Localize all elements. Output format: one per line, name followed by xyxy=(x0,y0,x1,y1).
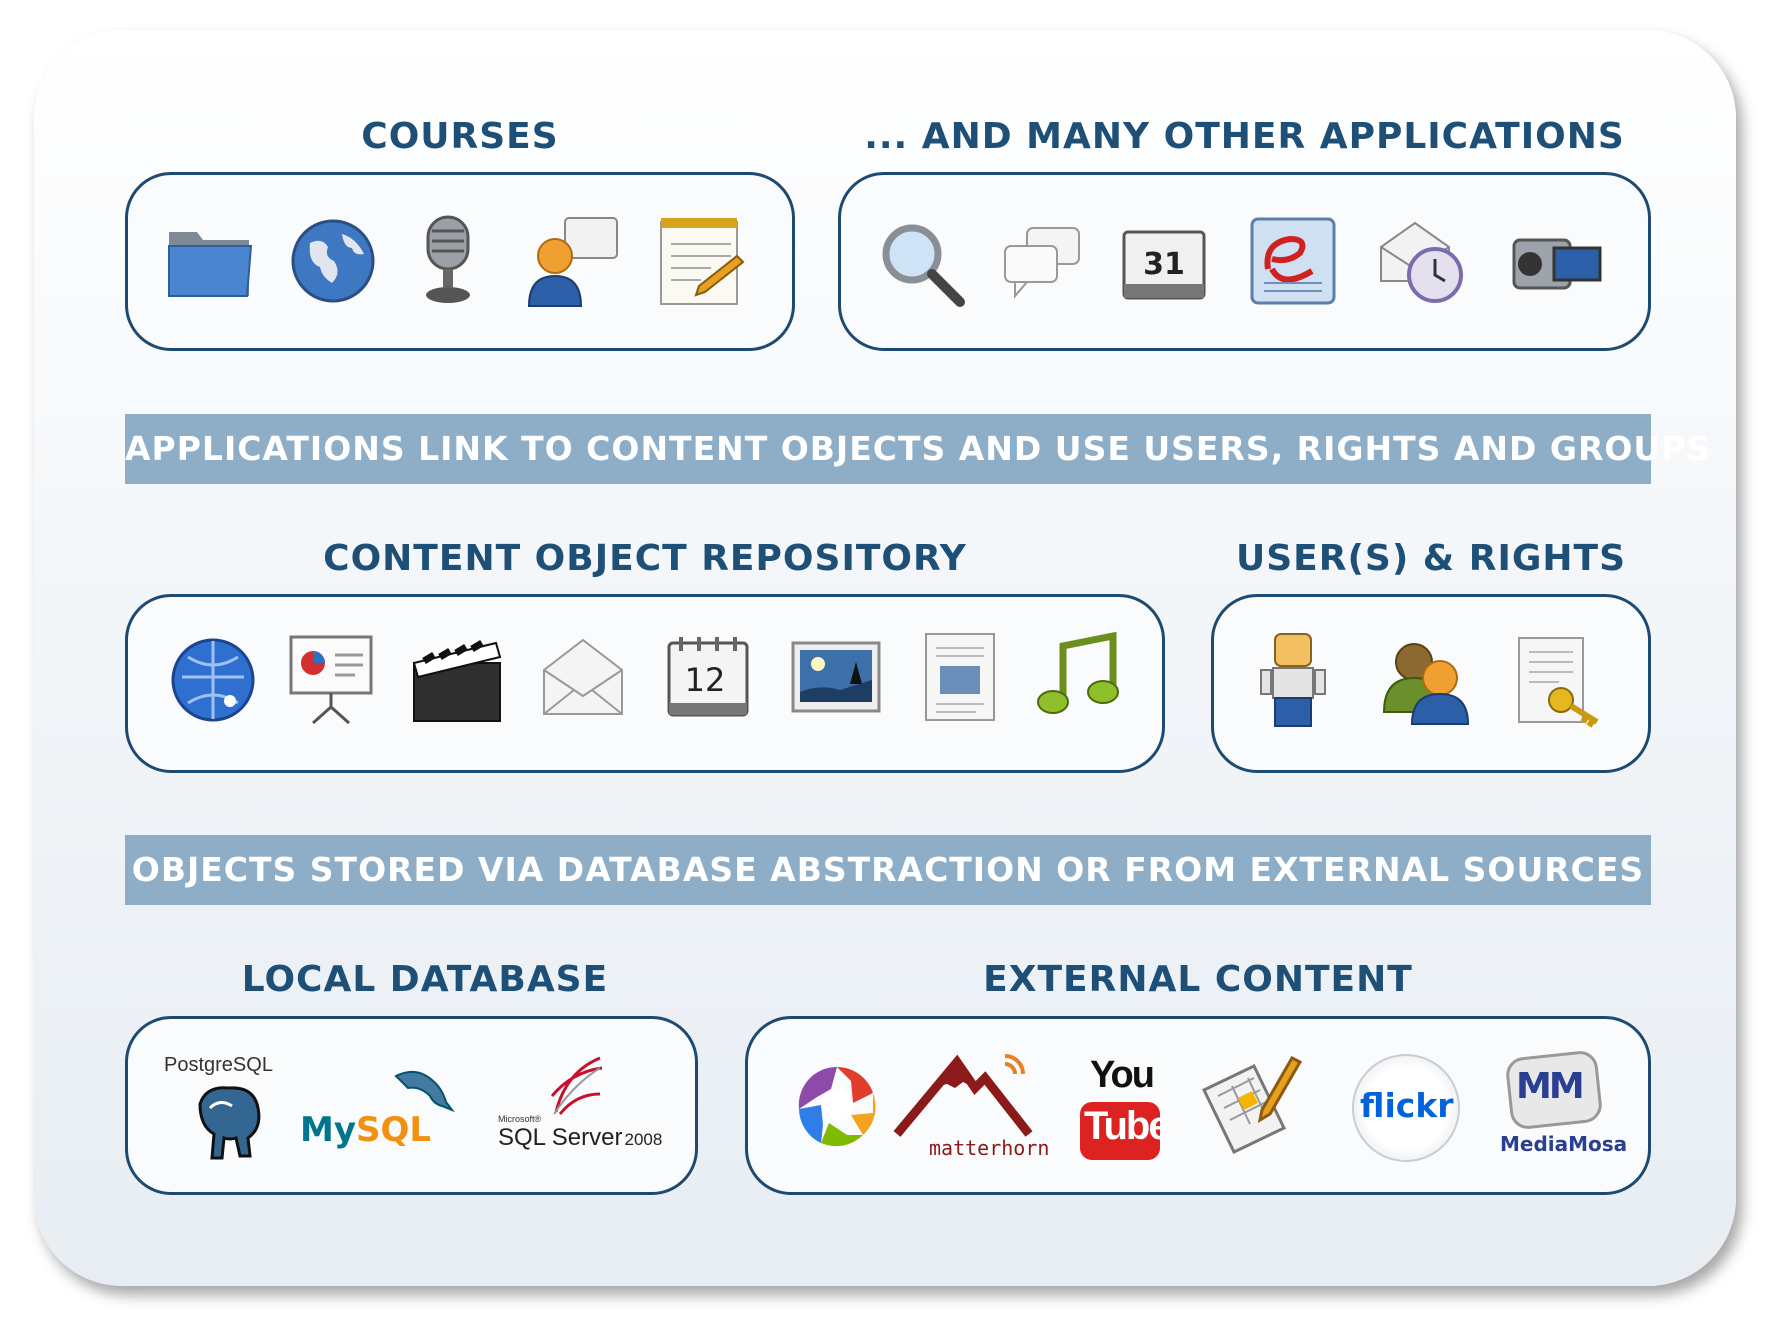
microphone-icon xyxy=(410,215,490,307)
presentation-icon xyxy=(287,633,375,725)
mysql-label-my: My xyxy=(300,1110,356,1150)
repository-calendar-day-label: 12 xyxy=(685,661,726,699)
band-objects-stored: OBJECTS STORED VIA DATABASE ABSTRACTION … xyxy=(125,835,1651,905)
document-key-icon xyxy=(1515,636,1603,728)
clapperboard-icon xyxy=(410,633,504,725)
matterhorn-logo: matterhorn xyxy=(893,1052,1049,1162)
postgresql-logo: PostgreSQL xyxy=(160,1054,300,1160)
external-content-box xyxy=(745,1016,1651,1195)
calendar-icon: 31 xyxy=(1120,222,1208,302)
heading-users-rights: USER(S) & RIGHTS xyxy=(1235,538,1627,579)
youtube-you-label: You xyxy=(1090,1054,1155,1096)
mysql-logo: MySQL xyxy=(300,1066,470,1156)
mediamosa-label: MediaMosa xyxy=(1500,1132,1628,1156)
heading-courses: COURSES xyxy=(361,116,559,157)
user-group-icon xyxy=(1382,638,1474,726)
e-document-icon xyxy=(1250,217,1336,305)
picasa-logo xyxy=(795,1063,879,1147)
heading-content-object-repository: CONTENT OBJECT REPOSITORY xyxy=(323,538,967,579)
music-note-icon xyxy=(1033,631,1121,720)
document-image-icon xyxy=(922,632,998,722)
web-globe-icon xyxy=(170,637,256,723)
folder-icon xyxy=(165,222,255,302)
user-figure-icon xyxy=(1253,632,1333,728)
band-applications-link: APPLICATIONS LINK TO CONTENT OBJECTS AND… xyxy=(125,414,1710,484)
calendar-day-label: 31 xyxy=(1143,247,1185,282)
globe-icon xyxy=(290,218,376,304)
mysql-label-sql: SQL xyxy=(356,1110,432,1150)
matterhorn-label: matterhorn xyxy=(929,1136,1050,1160)
flickr-logo: flickr xyxy=(1352,1054,1460,1162)
youtube-tube-badge xyxy=(1080,1102,1160,1160)
envelope-icon xyxy=(540,636,626,718)
content-object-repository-box xyxy=(125,594,1165,773)
sqlserver-name: SQL Server xyxy=(498,1124,623,1151)
mediamosa-logo: MM MediaMosa xyxy=(1494,1049,1627,1164)
heading-local-database: LOCAL DATABASE xyxy=(241,959,609,1000)
video-camera-icon xyxy=(1508,222,1602,302)
heading-other-applications: ... AND MANY OTHER APPLICATIONS xyxy=(864,116,1625,157)
postgresql-label: PostgreSQL xyxy=(164,1054,273,1076)
sqlserver-year: 2008 xyxy=(624,1130,663,1149)
image-icon xyxy=(790,640,884,716)
sqlserver-emblem-icon xyxy=(546,1056,606,1116)
calendar-icon-repository: 12 xyxy=(665,633,751,721)
dolphin-icon xyxy=(392,1066,456,1114)
notepad-pencil-icon xyxy=(655,214,747,306)
chat-user-icon xyxy=(525,216,620,308)
mail-clock-icon xyxy=(1377,217,1467,307)
flickr-badge xyxy=(1352,1054,1460,1162)
heading-external-content: EXTERNAL CONTENT xyxy=(983,959,1413,1000)
mediamosa-mark: MM xyxy=(1516,1066,1585,1107)
chat-bubbles-icon xyxy=(1003,226,1083,299)
youtube-tube-label: Tube xyxy=(1084,1104,1171,1148)
elephant-icon xyxy=(190,1084,266,1160)
sqlserver-microsoft-label: Microsoft® xyxy=(498,1114,542,1124)
mountain-icon xyxy=(893,1052,1033,1137)
mysql-label: MySQL xyxy=(300,1110,431,1150)
spreadsheet-pencil-icon xyxy=(1198,1050,1303,1154)
magnifier-icon xyxy=(878,220,968,310)
flickr-label: flickr xyxy=(1360,1086,1454,1125)
youtube-logo: You Tube xyxy=(1078,1052,1171,1164)
